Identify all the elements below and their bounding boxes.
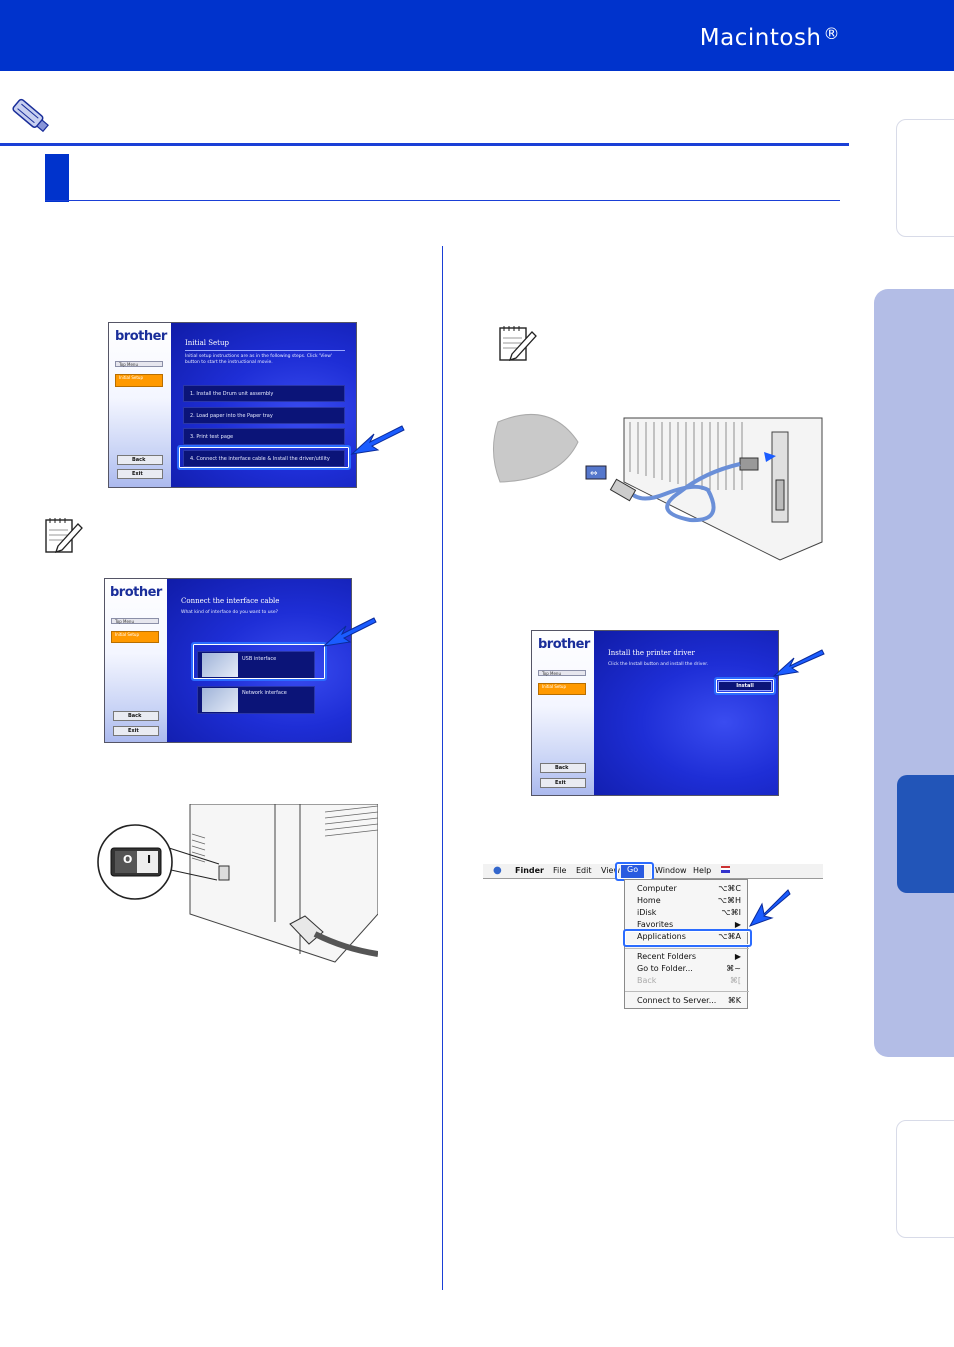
exit-button[interactable]: Exit (540, 778, 586, 788)
switch-on-mark: I (147, 853, 152, 866)
highlight-frame (177, 445, 351, 470)
menu-edit[interactable]: Edit (576, 866, 592, 875)
printer-side-drawing (97, 803, 379, 963)
highlight-frame (714, 677, 776, 695)
menu-item-test-page[interactable]: 3. Print test page (183, 428, 345, 445)
menu-help[interactable]: Help (693, 866, 712, 875)
menu-item-applications[interactable]: Applications⌥⌘A (637, 932, 741, 941)
back-button[interactable]: Back (113, 711, 159, 721)
menu-item-favorites[interactable]: Favorites▶ (637, 920, 741, 929)
brother-logo: brother (538, 637, 590, 652)
pointer-arrow-icon (350, 425, 405, 455)
screen-subtitle: Click the Install button and install the… (608, 662, 709, 667)
pointer-arrow-icon (772, 649, 825, 677)
network-cable-image (202, 688, 238, 712)
menu-finder[interactable]: Finder (515, 866, 544, 875)
install-driver-screenshot: brother Top Menu Initial Setup Back Exit… (531, 630, 779, 796)
menu-file[interactable]: File (553, 866, 567, 875)
menu-item-back: Back⌘[ (637, 976, 741, 985)
mac-computer-shape (493, 414, 579, 483)
screen-subtitle: Initial setup instructions are as in the… (185, 354, 333, 365)
flag-icon[interactable] (721, 866, 730, 873)
header-title: Macintosh® (699, 24, 840, 51)
side-panel (874, 289, 954, 1057)
back-button[interactable]: Back (540, 763, 586, 773)
menu-item-go-to-folder[interactable]: Go to Folder...⌘~ (637, 964, 741, 973)
menu-item-connect-server[interactable]: Connect to Server...⌘K (637, 996, 741, 1005)
apple-icon[interactable]: ● (493, 865, 502, 876)
menu-item-computer[interactable]: Computer⌥⌘C (637, 884, 741, 893)
menu-item-idisk[interactable]: iDisk⌥⌘I (637, 908, 741, 917)
step-number-block (45, 154, 69, 202)
menu-item-recent-folders[interactable]: Recent Folders▶ (637, 952, 741, 961)
top-menu-button[interactable]: Top Menu (111, 618, 159, 624)
side-tab-top[interactable] (896, 119, 954, 237)
screen-subtitle: What kind of interface do you want to us… (181, 610, 279, 615)
pointer-arrow-icon (322, 617, 377, 647)
menu-go[interactable]: Go (621, 864, 645, 878)
title-rule (185, 350, 345, 351)
go-menu-dropdown: Computer⌥⌘C Home⌥⌘H iDisk⌥⌘I Favorites▶ … (624, 879, 749, 1009)
brother-logo: brother (115, 329, 167, 344)
usb-cable-image (202, 653, 238, 677)
top-menu-button[interactable]: Top Menu (115, 361, 163, 367)
initial-setup-button[interactable]: Initial Setup (111, 631, 159, 643)
initial-setup-screenshot: brother Top Menu Initial Setup Back Exit… (108, 322, 357, 488)
column-divider (442, 246, 443, 1290)
side-tab-bottom[interactable] (896, 1120, 954, 1238)
right-panel (594, 631, 778, 795)
menu-item-drum[interactable]: 1. Install the Drum unit assembly (183, 385, 345, 402)
power-switch-illustration: O I (95, 803, 379, 964)
back-button[interactable]: Back (117, 455, 163, 465)
connect-cable-screenshot: brother Top Menu Initial Setup Back Exit… (104, 578, 352, 743)
menu-separator (625, 991, 749, 992)
brother-logo: brother (110, 585, 162, 600)
highlight-frame (191, 642, 327, 681)
install-button[interactable]: Install (718, 681, 772, 691)
switch-off-mark: O (123, 853, 133, 866)
side-tab-active[interactable] (897, 775, 954, 893)
top-rule (0, 143, 849, 146)
screen-title: Install the printer driver (608, 649, 695, 657)
menu-item-paper[interactable]: 2. Load paper into the Paper tray (183, 407, 345, 424)
initial-setup-button[interactable]: Initial Setup (538, 683, 586, 695)
menu-item-home[interactable]: Home⌥⌘H (637, 896, 741, 905)
screen-title: Initial Setup (185, 339, 229, 347)
initial-setup-button[interactable]: Initial Setup (115, 374, 163, 387)
exit-button[interactable]: Exit (113, 726, 159, 736)
usb-connection-illustration: ⇔ (493, 414, 823, 561)
exit-button[interactable]: Exit (117, 469, 163, 479)
step-rule (45, 200, 840, 201)
pointer-arrow-icon (748, 889, 791, 927)
menu-view[interactable]: View (601, 866, 620, 875)
header-bar (0, 0, 954, 71)
usb-cable-icon (12, 98, 49, 133)
note-icon (499, 326, 537, 362)
top-menu-button[interactable]: Top Menu (538, 670, 586, 676)
usb-symbol-box (585, 465, 607, 480)
menu-window[interactable]: Window (655, 866, 687, 875)
svg-text:⇔: ⇔ (590, 469, 598, 479)
screen-title: Connect the interface cable (181, 597, 280, 605)
note-icon (45, 518, 83, 554)
applications-highlight (623, 929, 752, 947)
menu-separator (625, 948, 749, 949)
menu-item-connect-install[interactable]: 4. Connect the interface cable & Install… (183, 450, 345, 467)
